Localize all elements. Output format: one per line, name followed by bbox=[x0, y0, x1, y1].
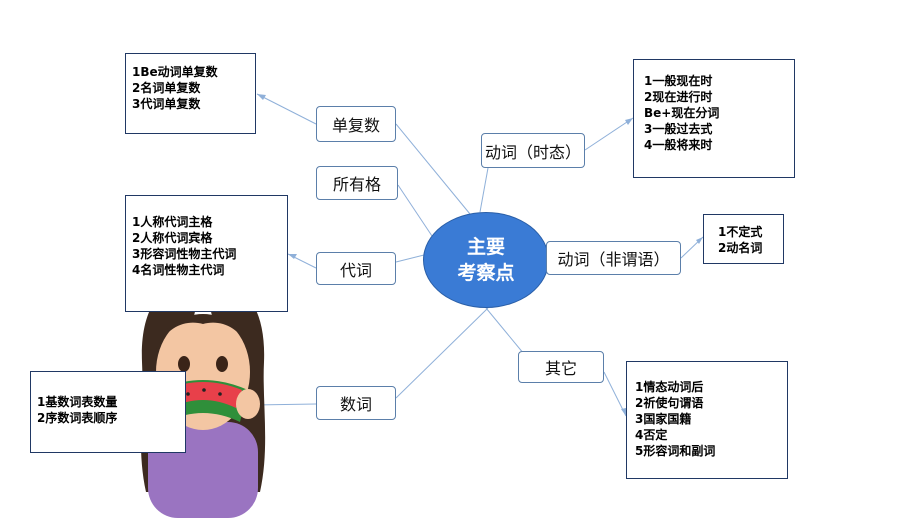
node-verb-nonfinite: 动词（非谓语） bbox=[546, 241, 681, 275]
box-item: 1Be动词单复数 bbox=[132, 65, 218, 79]
link-other-box bbox=[603, 371, 627, 417]
box-item: 2祈使句谓语 bbox=[635, 396, 704, 410]
box-item: 1不定式 bbox=[718, 225, 763, 239]
box-pronoun: 1人称代词主格 2人称代词宾格 3形容词性物主代词 4名词性物主代词 bbox=[125, 195, 288, 312]
box-item: 1基数词表数量 bbox=[37, 395, 118, 409]
node-verb-tense: 动词（时态） bbox=[481, 133, 585, 168]
box-item: Be+现在分词 bbox=[644, 106, 720, 120]
center-line-2: 考察点 bbox=[457, 262, 515, 284]
box-item: 3形容词性物主代词 bbox=[132, 247, 237, 261]
node-other: 其它 bbox=[518, 351, 604, 383]
box-item: 4名词性物主代词 bbox=[132, 263, 225, 277]
node-pronoun: 代词 bbox=[316, 252, 396, 285]
link-verbtense-box bbox=[584, 117, 634, 151]
center-node-main-focus: 主要 考察点 bbox=[423, 212, 549, 308]
link-center-other bbox=[485, 307, 525, 355]
box-other: 1情态动词后 2祈使句谓语 3国家国籍 4否定 5形容词和副词 bbox=[626, 361, 788, 479]
box-verb-tense: 1一般现在时 2现在进行时 Be+现在分词 3一般过去式 4一般将来时 bbox=[633, 59, 795, 178]
link-singular-box bbox=[256, 93, 317, 125]
box-item: 1情态动词后 bbox=[635, 380, 704, 394]
link-center-verbtense bbox=[479, 167, 489, 213]
link-center-numeral bbox=[395, 307, 489, 399]
box-verb-nonfinite: 1不定式 2动名词 bbox=[703, 214, 784, 264]
center-line-1: 主要 bbox=[466, 236, 505, 258]
box-item: 2序数词表顺序 bbox=[37, 411, 118, 425]
link-center-singular bbox=[395, 123, 471, 215]
box-item: 3国家国籍 bbox=[635, 412, 692, 426]
box-item: 2动名词 bbox=[718, 241, 763, 255]
box-item: 5形容词和副词 bbox=[635, 444, 716, 458]
node-numeral: 数词 bbox=[316, 386, 396, 420]
box-item: 4一般将来时 bbox=[644, 138, 713, 152]
box-item: 3代词单复数 bbox=[132, 97, 201, 111]
box-item: 4否定 bbox=[635, 428, 668, 442]
link-center-pronoun bbox=[395, 254, 425, 263]
box-numeral: 1基数词表数量 2序数词表顺序 bbox=[30, 371, 186, 453]
box-item: 1人称代词主格 bbox=[132, 215, 213, 229]
box-item: 1一般现在时 bbox=[644, 74, 713, 88]
node-singular-plural: 单复数 bbox=[316, 106, 396, 142]
link-center-possessive bbox=[397, 184, 433, 237]
box-item: 2名词单复数 bbox=[132, 81, 201, 95]
box-item: 2现在进行时 bbox=[644, 90, 713, 104]
box-singular-plural: 1Be动词单复数 2名词单复数 3代词单复数 bbox=[125, 53, 256, 134]
box-item: 2人称代词宾格 bbox=[132, 231, 213, 245]
box-item: 3一般过去式 bbox=[644, 122, 713, 136]
node-possessive: 所有格 bbox=[316, 166, 398, 200]
